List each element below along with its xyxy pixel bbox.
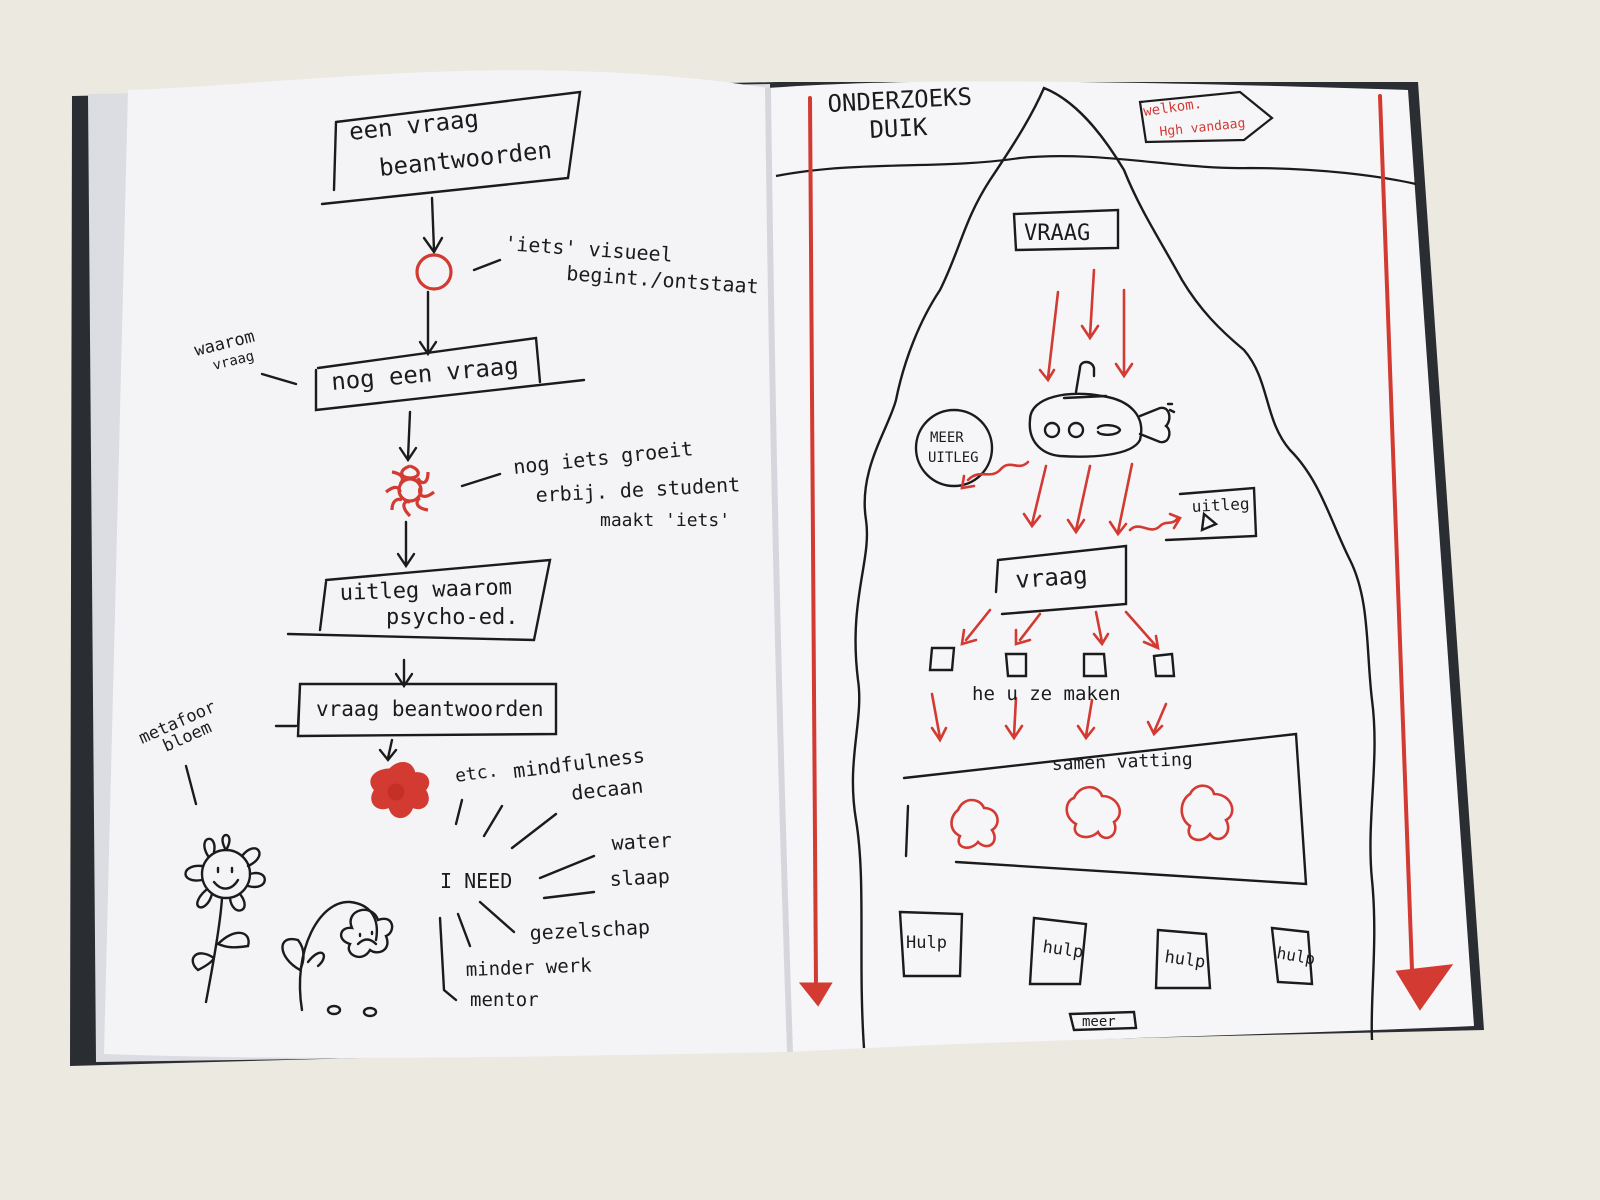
flow-arrow-3: [398, 410, 418, 463]
box-vraag-beantwoorden-label: vraag beantwoorden: [316, 697, 544, 721]
options-label: he u ze maken: [972, 683, 1121, 705]
squiggle-meer: [960, 460, 1030, 490]
box-een-vraag: [320, 90, 582, 206]
flow-arrow-6: [378, 738, 398, 762]
box-vraag-top: [1012, 208, 1120, 252]
wilted-flower-icon: [281, 900, 394, 1018]
box-uitleg-waarom: [286, 558, 552, 642]
summary-blob-1: [950, 798, 999, 849]
option-square-1: [928, 646, 956, 672]
page-gutter: [765, 87, 793, 1053]
help-box-1: [898, 910, 964, 978]
need-lines: [438, 798, 596, 1002]
box-uitleg-line1: uitleg waarom: [339, 575, 512, 606]
need-mentor: mentor: [470, 989, 539, 1011]
happy-flower-icon: [184, 833, 266, 1004]
depth-arrow-right: [1378, 94, 1414, 972]
box-uitleg: [1164, 486, 1258, 542]
pointer-groeit: [460, 472, 502, 488]
option-square-3: [1082, 652, 1108, 678]
help-box-3: [1154, 928, 1212, 990]
arrow-set-4: [930, 692, 1168, 743]
option-square-2: [1004, 652, 1028, 678]
arrow-set-3: [960, 608, 1160, 651]
need-minder-werk: minder werk: [465, 955, 592, 981]
summary-box: [902, 732, 1308, 886]
flow-arrow-5: [394, 658, 414, 689]
flow-arrow-1: [422, 196, 444, 255]
box-vraag-mid: [994, 544, 1128, 616]
iceberg-outline: [851, 86, 1376, 1049]
note-groeit-line3: maakt 'iets': [600, 510, 730, 531]
box-vraag-top-label: VRAAG: [1024, 221, 1090, 246]
pointer-waarom: [260, 372, 298, 386]
box-uitleg-right-label: uitleg: [1191, 494, 1250, 516]
need-i-need: I NEED: [440, 869, 512, 893]
right-page: [768, 81, 1474, 1053]
pointer-iets: [472, 258, 502, 272]
flow-arrow-4: [396, 520, 416, 569]
need-water: water: [611, 828, 672, 855]
summary-blob-2: [1065, 785, 1121, 840]
more-label: meer: [1082, 1014, 1116, 1030]
flower-outline-icon: [385, 464, 435, 518]
bubble-meer-uitleg: [914, 408, 994, 488]
box-nog-een-vraag: [314, 336, 586, 412]
bubble-meer-line1: MEER: [930, 430, 964, 446]
depth-arrow-left: [808, 96, 818, 990]
arrow-set-2: [1022, 462, 1134, 537]
flower-filled-icon: [370, 762, 430, 819]
need-slaap: slaap: [609, 864, 670, 891]
play-icon: [1200, 511, 1219, 532]
box-vraag-beantwoorden: [274, 682, 558, 738]
bubble-meer-line2: UITLEG: [928, 450, 979, 466]
pointer-metafoor: [184, 764, 198, 806]
summary-label: samen vatting: [1051, 749, 1193, 775]
box-vraag-mid-label: vraag: [1014, 561, 1088, 594]
water-line: [775, 155, 1417, 186]
box-uitleg-line2: psycho-ed.: [386, 605, 518, 630]
arrow-set-1: [1038, 268, 1134, 383]
help-box-2: [1028, 916, 1088, 986]
circle-icon: [415, 253, 453, 291]
more-box: [1068, 1010, 1138, 1032]
help-box-4: [1270, 926, 1314, 986]
title-line2: DUIK: [869, 113, 929, 144]
squiggle-uitleg: [1128, 512, 1182, 532]
option-square-4: [1152, 652, 1176, 678]
welcome-sign: [1138, 90, 1274, 144]
arrow-down-icon-right: [1395, 964, 1454, 1011]
arrow-down-icon: [798, 982, 833, 1007]
help-box-1-label: Hulp: [906, 933, 947, 953]
summary-blob-3: [1180, 784, 1234, 842]
left-page: [104, 70, 790, 1058]
submarine-icon: [1028, 360, 1176, 458]
